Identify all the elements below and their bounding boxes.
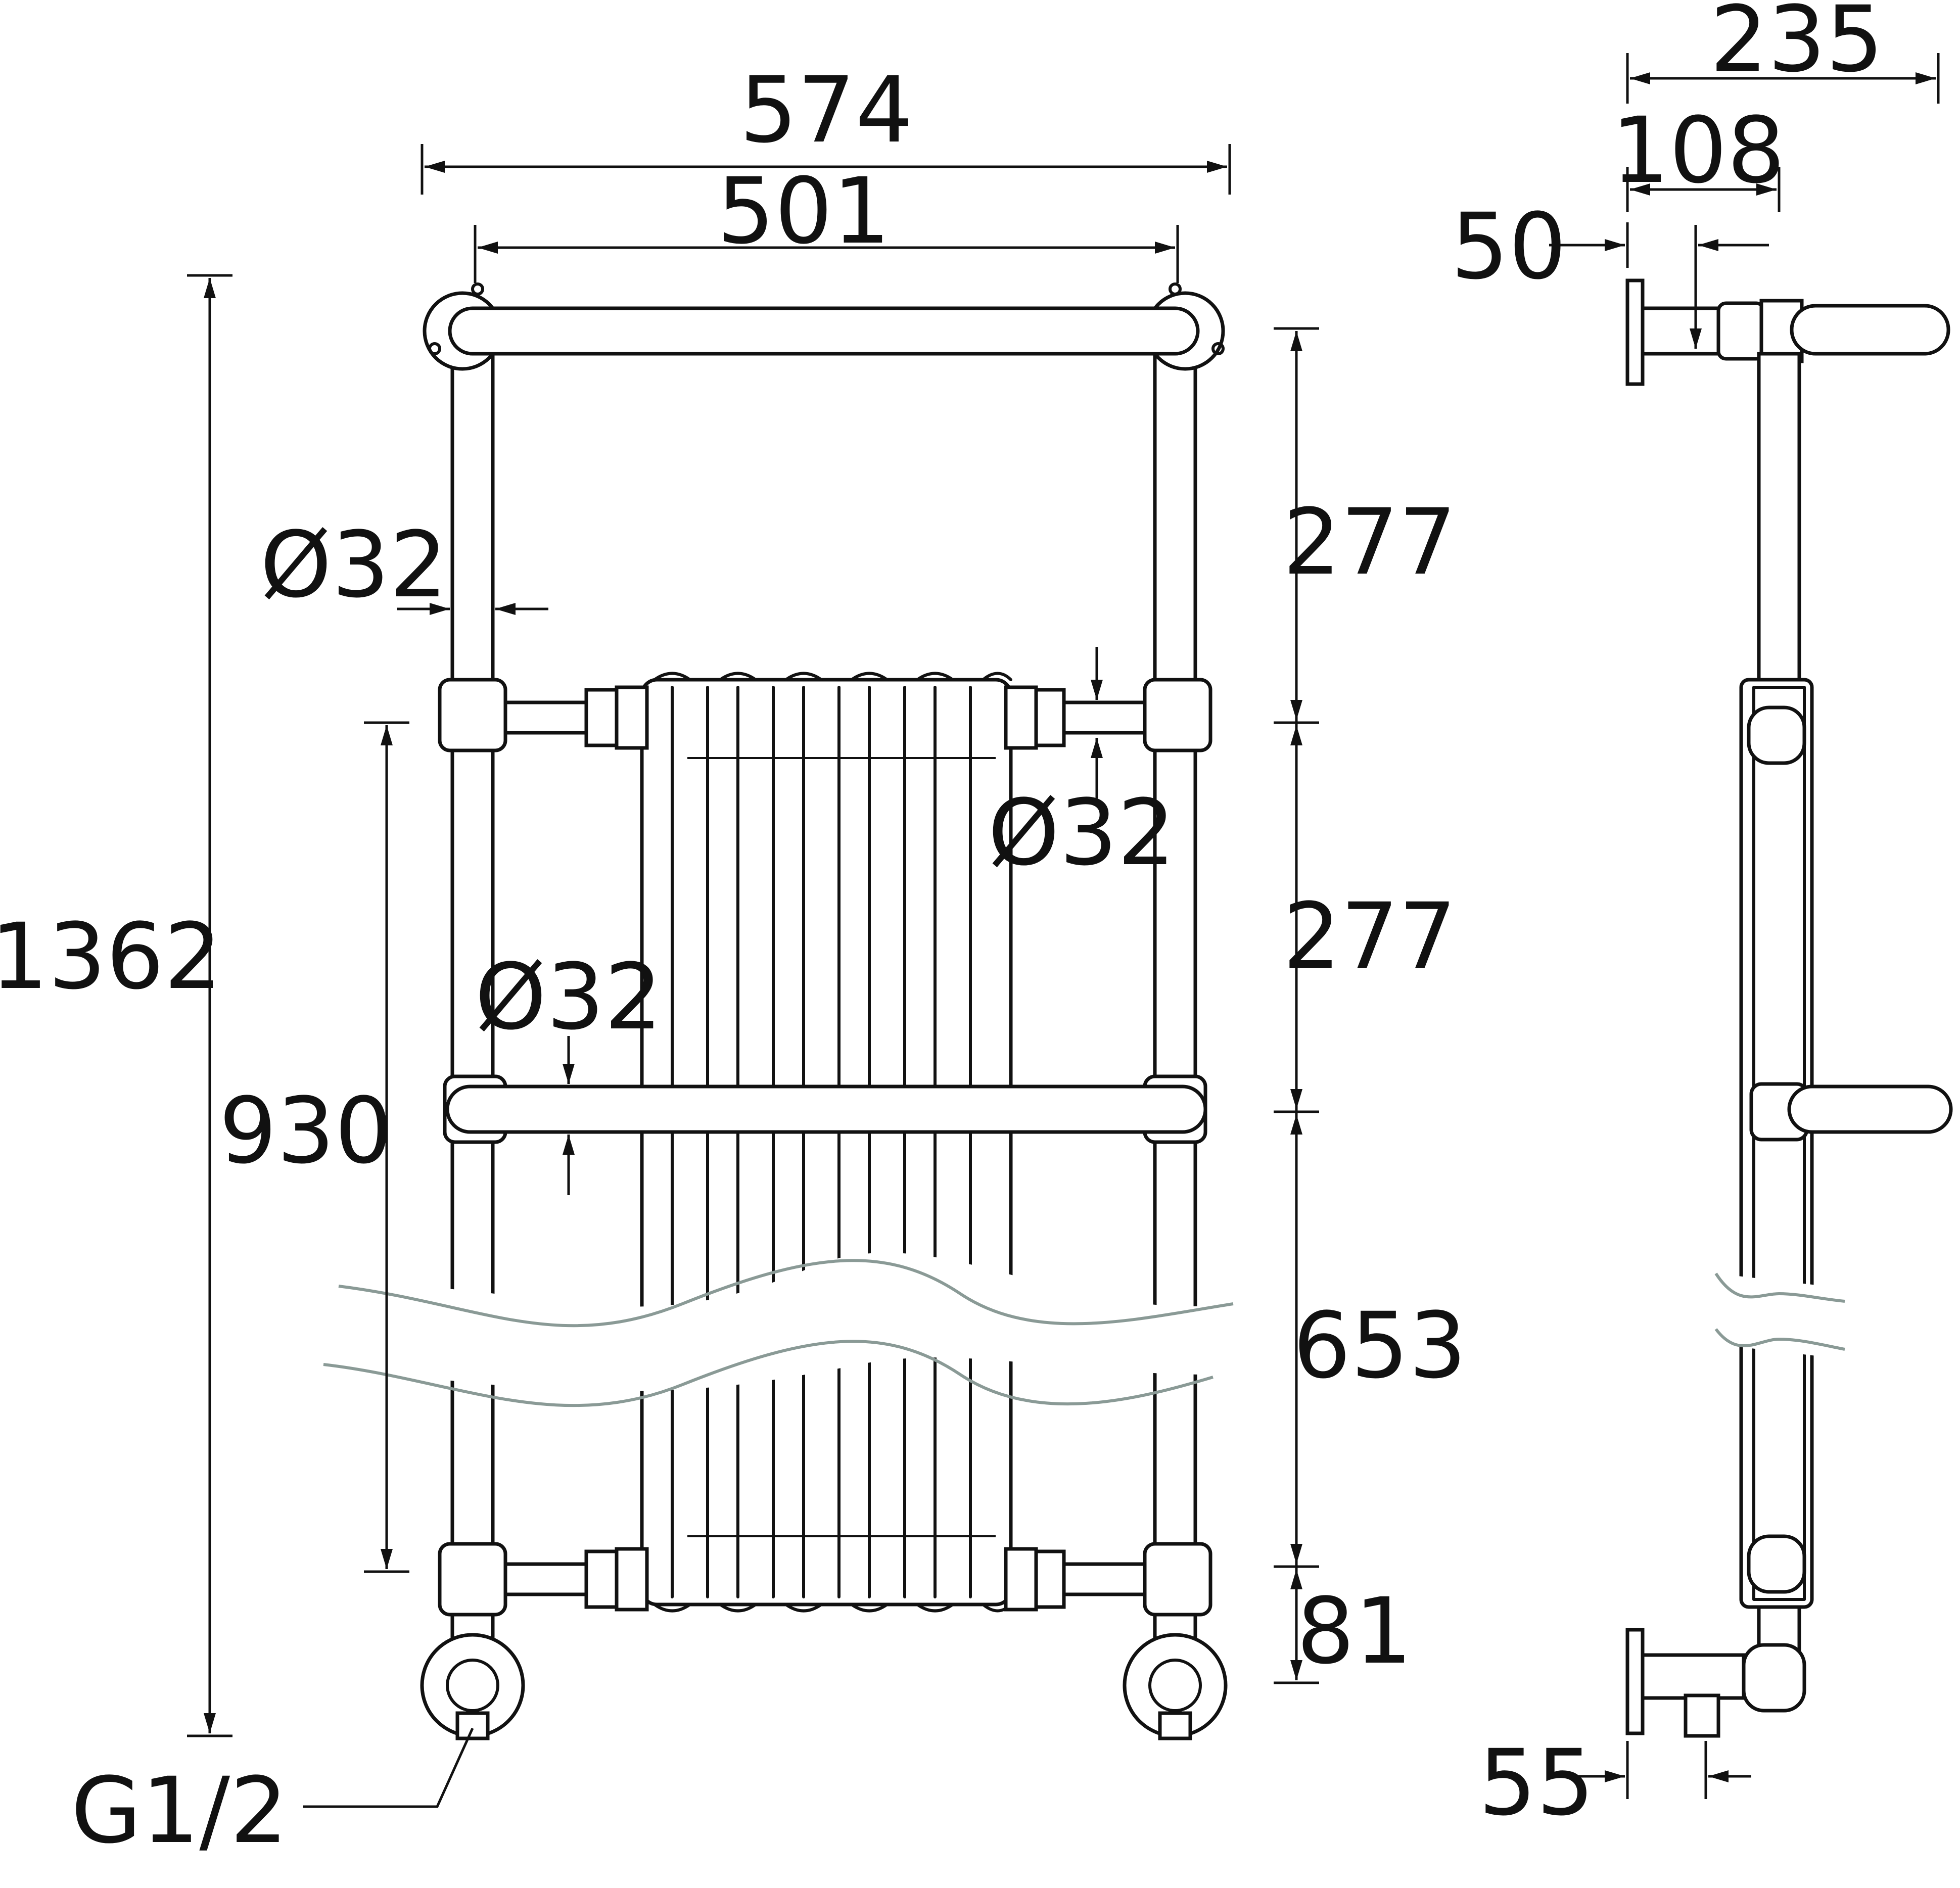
label-pipe-diameter-right: Ø32 <box>988 780 1176 886</box>
dim-pipe-diameter-left <box>397 603 548 615</box>
dim-side-wall-top <box>1549 222 1769 349</box>
upper-connectors <box>438 678 1212 752</box>
label-rail-diameter: Ø32 <box>475 945 663 1050</box>
dim-inner-height <box>364 721 409 1573</box>
break-line <box>323 1252 1234 1407</box>
right-vertical-pipe <box>1153 321 1197 1670</box>
label-lower-gap: 653 <box>1293 1293 1467 1399</box>
dim-overall-width <box>421 144 1231 195</box>
dim-centres-width <box>474 225 1179 283</box>
dim-connection-leader <box>303 1727 474 1808</box>
label-middle-gap: 277 <box>1283 884 1457 989</box>
label-base-height: 81 <box>1296 1579 1412 1684</box>
dim-right-stack <box>1274 327 1319 1684</box>
label-connection: G1/2 <box>71 1758 288 1864</box>
dim-overall-height <box>187 274 232 1737</box>
label-centres-width: 501 <box>717 159 891 264</box>
dim-side-wall-bottom <box>1572 1741 1751 1799</box>
dim-side-depth-rail <box>1626 167 1781 212</box>
dim-pipe-diameter-right <box>1091 647 1103 798</box>
label-inner-height: 930 <box>219 1078 393 1184</box>
dim-side-depth-total <box>1626 53 1940 104</box>
side-view: 235 108 50 55 <box>1451 0 1953 1836</box>
label-side-depth-rail: 108 <box>1611 98 1785 204</box>
label-pipe-diameter-left: Ø32 <box>260 512 448 618</box>
label-upper-gap: 277 <box>1283 490 1457 595</box>
front-view: 574 501 1362 930 <box>0 58 1467 1864</box>
lower-connectors <box>438 1542 1212 1617</box>
label-side-wall-bottom: 55 <box>1478 1730 1594 1836</box>
feet <box>420 1613 1228 1740</box>
radiator-columns <box>640 672 1013 1613</box>
top-towel-rail <box>423 282 1225 371</box>
middle-towel-rail <box>443 1074 1207 1144</box>
label-side-wall-top: 50 <box>1451 194 1566 300</box>
dim-rail-diameter <box>563 1036 575 1195</box>
label-side-depth-total: 235 <box>1710 0 1884 92</box>
label-overall-height: 1362 <box>0 904 222 1010</box>
label-overall-width: 574 <box>739 58 913 163</box>
